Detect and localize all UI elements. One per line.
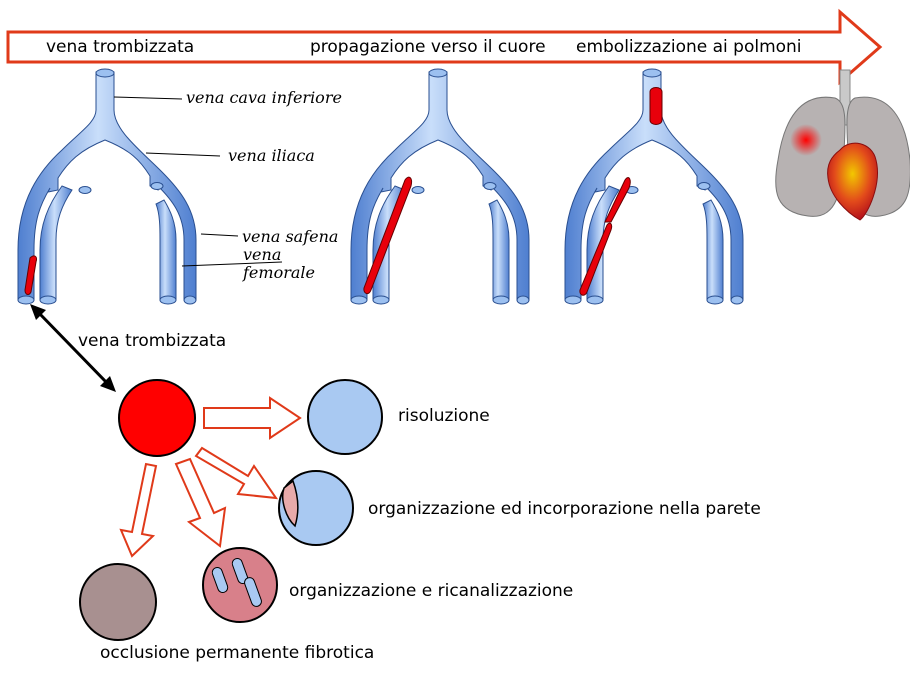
- header-stage-thrombosed: vena trombizzata: [46, 37, 194, 57]
- fibrotic-occlusion-circle: [80, 564, 156, 640]
- pulmonary-embolus: [790, 124, 822, 156]
- label-vena-iliaca: vena iliaca: [228, 146, 315, 165]
- embolus-in-cava: [650, 88, 662, 125]
- recanalization-circle: [203, 548, 277, 622]
- header-stage-embolization: embolizzazione ai polmoni: [576, 37, 802, 57]
- label-organizzazione-parete: organizzazione ed incorporazione nella p…: [368, 499, 761, 519]
- label-vena-trombizzata: vena trombizzata: [78, 331, 226, 351]
- arrow-to-recanalization: [176, 459, 225, 546]
- arrow-to-resolution: [204, 398, 300, 438]
- vein-diagram-2: [351, 69, 529, 304]
- lungs-heart-illustration: [776, 70, 910, 220]
- label-vena-cava: vena cava inferiore: [186, 88, 342, 107]
- resolution-circle: [308, 380, 382, 454]
- label-occlusione: occlusione permanente fibrotica: [100, 643, 374, 663]
- vein-diagram-3: [565, 69, 743, 304]
- label-ricanalizzazione: organizzazione e ricanalizzazione: [289, 581, 573, 601]
- label-vena-femorale-2: femorale: [243, 263, 315, 282]
- thrombus-circle: [119, 380, 195, 456]
- header-stage-propagation: propagazione verso il cuore: [310, 37, 546, 57]
- arrow-to-wall-incorporation: [196, 448, 276, 498]
- vein-diagram-1: [18, 69, 196, 304]
- label-vena-femorale-1: vena: [243, 245, 281, 264]
- arrow-to-occlusion: [121, 464, 156, 556]
- label-vena-safena: vena safena: [242, 227, 338, 246]
- label-risoluzione: risoluzione: [398, 406, 490, 426]
- wall-incorporation-circle: [279, 471, 353, 545]
